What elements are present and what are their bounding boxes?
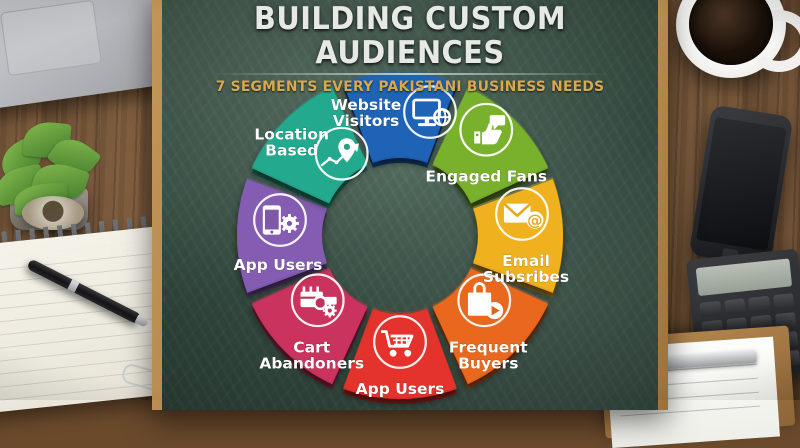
heading-block: BUILDING CUSTOM AUDIENCES 7 SEGMENTS EVE… bbox=[160, 2, 660, 95]
donut-segment[interactable] bbox=[343, 73, 457, 163]
page-subtitle: 7 SEGMENTS EVERY PAKISTANI BUSINESS NEED… bbox=[215, 79, 605, 95]
svg-text:@: @ bbox=[527, 212, 542, 230]
infographic-canvas: BUILDING CUSTOM AUDIENCES 7 SEGMENTS EVE… bbox=[0, 0, 800, 400]
calculator-display bbox=[695, 258, 793, 297]
shopping-bag-icon bbox=[457, 273, 512, 328]
cup-handle bbox=[746, 10, 800, 72]
monitor-globe-icon bbox=[403, 85, 457, 139]
donut-segment[interactable] bbox=[236, 179, 327, 293]
donut-segment-icons: @ bbox=[253, 85, 549, 369]
donut-chart: @ bbox=[196, 70, 604, 410]
donut-segment[interactable] bbox=[251, 268, 368, 385]
coffee-cup bbox=[676, 0, 800, 78]
donut-segment[interactable] bbox=[473, 179, 563, 293]
envelope-at-icon: @ bbox=[495, 187, 549, 241]
donut-segment-label: App Users bbox=[234, 256, 323, 274]
cart-settings-icon bbox=[290, 273, 345, 328]
donut-segment[interactable] bbox=[432, 87, 549, 204]
thumbs-up-icon bbox=[459, 102, 514, 157]
laptop-trackpad bbox=[0, 0, 102, 77]
donut-segment[interactable] bbox=[343, 309, 457, 400]
title-divider bbox=[211, 73, 609, 75]
coffee-liquid bbox=[689, 0, 773, 65]
map-pin-trend-icon bbox=[314, 126, 369, 181]
donut-chart-svg: @ bbox=[233, 71, 569, 405]
shopping-cart-icon bbox=[373, 315, 427, 369]
donut-segment-label: App Users bbox=[356, 380, 445, 398]
phone-gear-icon bbox=[253, 193, 307, 247]
page-title: BUILDING CUSTOM AUDIENCES bbox=[253, 1, 567, 71]
donut-segments bbox=[236, 71, 563, 405]
donut-segment[interactable] bbox=[251, 87, 368, 204]
donut-segment-label: Engaged Fans bbox=[425, 168, 547, 186]
phone-screen bbox=[696, 117, 787, 251]
